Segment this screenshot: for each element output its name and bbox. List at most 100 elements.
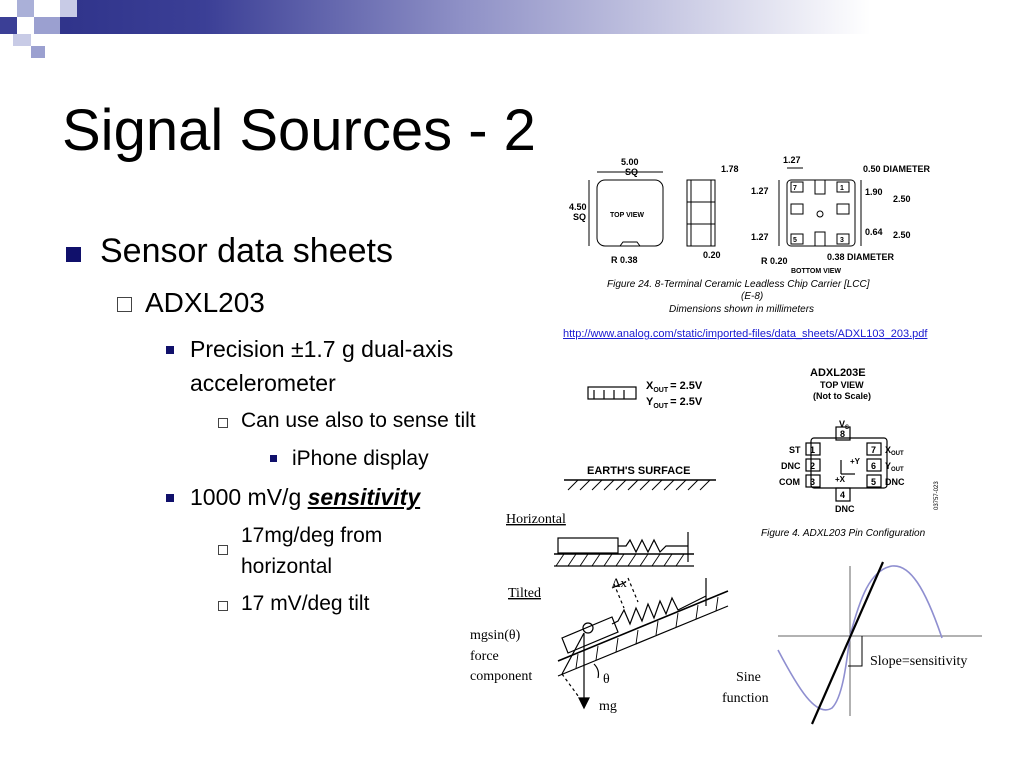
bullet-precision-line1: Precision ±1.7 g dual-axis xyxy=(190,336,454,362)
tilted-label: Tilted xyxy=(508,586,541,601)
sine-label-line2: function xyxy=(722,691,769,706)
header-square-1 xyxy=(0,0,17,17)
pin-fig-view: TOP VIEW xyxy=(820,380,864,390)
package-bottom-view xyxy=(786,179,856,247)
bullet-box-marker-small-3 xyxy=(218,601,228,611)
bullet-box-marker xyxy=(117,297,132,312)
dim-190: 1.90 xyxy=(865,187,883,197)
header-square-7 xyxy=(34,17,60,34)
horizontal-label: Horizontal xyxy=(506,512,566,527)
pin-3: 3 xyxy=(810,477,815,487)
source-link[interactable]: http://www.analog.com/static/imported-fi… xyxy=(563,328,928,340)
dim-127-mid: 1.27 xyxy=(751,186,769,196)
bullet-tiny-square-marker xyxy=(270,455,277,462)
pin-com: COM xyxy=(779,477,800,487)
label-bottom-view: BOTTOM VIEW xyxy=(791,268,841,275)
label-top-view: TOP VIEW xyxy=(610,212,644,219)
header-square-9 xyxy=(31,46,45,58)
package-side-view xyxy=(686,179,716,247)
header-square-4 xyxy=(60,0,77,17)
orient-yout: YOUT= 2.5V xyxy=(646,396,703,410)
dim-127-top: 1.27 xyxy=(783,155,801,165)
bullet-17mv-tilt: 17 mV/deg tilt xyxy=(241,592,370,615)
dim-500: 5.00 xyxy=(621,157,639,167)
pin-yout: YOUT xyxy=(885,461,904,473)
pin-fig-caption: Figure 4. ADXL203 Pin Configuration xyxy=(761,528,926,539)
dia-050: 0.50 DIAMETER xyxy=(863,164,931,174)
bullet-sensor-data-sheets: Sensor data sheets xyxy=(100,232,393,270)
page-title: Signal Sources - 2 xyxy=(62,98,536,163)
package-caption-line2: (E-8) xyxy=(741,291,763,302)
horizontal-mass xyxy=(557,537,619,554)
dim-250-b: 2.50 xyxy=(893,230,911,240)
mg-label: mg xyxy=(599,699,617,714)
pad-3: 3 xyxy=(840,237,844,244)
slope-tangent-line xyxy=(810,561,885,725)
pin-fig-scale: (Not to Scale) xyxy=(813,391,871,401)
tilted-mass xyxy=(561,616,619,654)
header-square-2 xyxy=(17,0,34,17)
dim-r038: R 0.38 xyxy=(611,255,638,265)
bullet-box-marker-small-2 xyxy=(218,545,228,555)
pad-1: 1 xyxy=(840,185,844,192)
pin-fig-name: ADXL203E xyxy=(810,367,866,379)
pin-configuration-figure: ADXL203E TOP VIEW (Not to Scale) VS 8 1 … xyxy=(761,367,940,539)
dim-064: 0.64 xyxy=(865,227,883,237)
dim-020: 0.20 xyxy=(703,250,721,260)
chip-side-outline xyxy=(587,386,637,400)
header-square-3 xyxy=(34,0,60,17)
sine-label-line1: Sine xyxy=(736,670,761,685)
package-caption-line1: Figure 24. 8-Terminal Ceramic Leadless C… xyxy=(607,279,870,290)
pin-7: 7 xyxy=(871,445,876,455)
header-square-8 xyxy=(13,34,31,46)
dim-178: 1.78 xyxy=(721,164,739,174)
sensitivity-prefix: 1000 mV/g xyxy=(190,484,308,510)
pin-1: 1 xyxy=(810,445,815,455)
orientation-figure: XOUT= 2.5V YOUT= 2.5V EARTH'S SURFACE xyxy=(564,380,716,491)
pin-2: 2 xyxy=(810,461,815,471)
slope-sensitivity-label: Slope=sensitivity xyxy=(870,654,967,669)
bullet-sensitivity: 1000 mV/g sensitivity xyxy=(190,484,420,511)
force-label-line1: mgsin(θ) xyxy=(470,628,521,643)
pin-dnc-bottom: DNC xyxy=(835,504,855,514)
dim-sq-left: SQ xyxy=(573,212,586,222)
bullet-square-marker xyxy=(66,247,81,262)
earth-surface-label: EARTH'S SURFACE xyxy=(587,465,690,477)
header-gradient-bar xyxy=(0,0,1024,34)
package-caption-line3: Dimensions shown in millimeters xyxy=(669,304,814,315)
package-top-view-square xyxy=(596,179,664,247)
sine-curve xyxy=(777,565,943,711)
bullet-precision-line2: accelerometer xyxy=(190,370,336,396)
tilt-diagram: Horizontal Δx Tilted m xyxy=(470,512,729,714)
dim-250-a: 2.50 xyxy=(893,194,911,204)
pin-xout: XOUT xyxy=(885,445,904,457)
bullet-17mg-line2: horizontal xyxy=(241,555,333,578)
bullet-17mg-line1: 17mg/deg from xyxy=(241,524,383,547)
pin-st: ST xyxy=(789,445,801,455)
pin-fig-code: 03757-023 xyxy=(934,481,940,510)
dia-038: 0.38 DIAMETER xyxy=(827,252,895,262)
pad-7: 7 xyxy=(793,185,797,192)
pin-dnc-left: DNC xyxy=(781,461,801,471)
axis-y-label: +Y xyxy=(850,457,861,466)
bullet-adxl203: ADXL203 xyxy=(145,287,265,318)
bullet-box-marker-small xyxy=(218,418,228,428)
sine-slope-diagram: Sine function Slope=sensitivity xyxy=(722,561,982,725)
delta-x-label: Δx xyxy=(612,575,627,590)
dim-450: 4.50 xyxy=(569,202,587,212)
pin-8: 8 xyxy=(840,429,845,439)
orient-xout: XOUT= 2.5V xyxy=(646,380,703,394)
pin-4: 4 xyxy=(840,490,845,500)
pin-vs: VS xyxy=(839,419,849,431)
pin-5: 5 xyxy=(871,477,876,487)
tilted-mass-wheel xyxy=(582,622,594,634)
bullet-iphone-display: iPhone display xyxy=(292,447,429,470)
force-label-line3: component xyxy=(470,669,532,684)
theta-label: θ xyxy=(603,672,610,687)
bullet-sense-tilt: Can use also to sense tilt xyxy=(241,409,476,432)
dim-r020: R 0.20 xyxy=(761,256,788,266)
dim-127-low: 1.27 xyxy=(751,232,769,242)
header-square-6 xyxy=(17,17,34,34)
force-label-line2: force xyxy=(470,649,499,664)
bullet-small-square-marker xyxy=(166,346,174,354)
